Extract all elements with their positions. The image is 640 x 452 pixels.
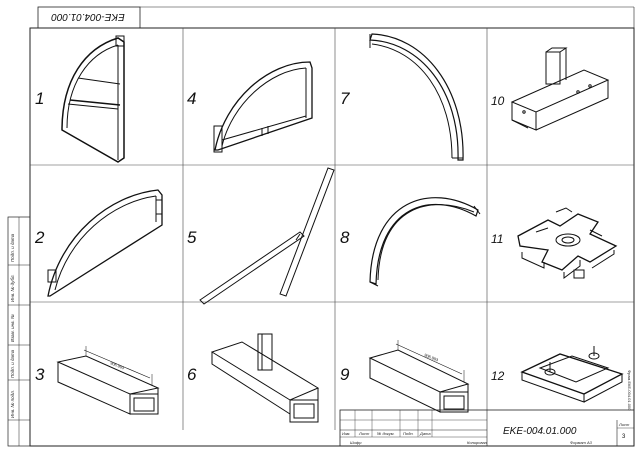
part-10-t-joint <box>510 47 610 131</box>
part-number-8: 8 <box>340 228 350 247</box>
part-12-clamp-plate <box>520 346 624 403</box>
tb-sheet-label: Лист <box>619 422 630 427</box>
part-number-7: 7 <box>340 89 350 108</box>
part-number-11: 11 <box>491 232 504 246</box>
part-number-5: 5 <box>187 228 197 247</box>
part-number-2: 2 <box>35 228 45 247</box>
part-number-1: 1 <box>35 89 45 108</box>
part-number-12: 12 <box>491 369 505 383</box>
part-6-t-tube <box>210 333 320 423</box>
part-11-cross-clamp <box>517 207 618 279</box>
part-number-9: 9 <box>340 365 350 384</box>
part-4-arch <box>213 61 313 153</box>
part-number-6: 6 <box>187 365 197 384</box>
part-1-door-frame <box>61 35 125 163</box>
part-5-angled-bars <box>199 167 335 305</box>
part-2-arch-frame <box>47 189 163 297</box>
dimension-text-3: 906.993 <box>110 360 126 370</box>
tb-cipher: Шифр <box>350 440 362 445</box>
tb-col-date: Дата <box>420 431 431 436</box>
tb-col-sheet: Лист <box>359 431 370 436</box>
part-3-tube: 906.993 <box>56 346 160 415</box>
part-7-arc-bar <box>369 33 464 161</box>
side-label-sign-date-2: Подп. и дата <box>10 349 15 378</box>
part-9-tube: 906.993 <box>368 340 470 413</box>
sheet-number: 3 <box>622 434 626 440</box>
side-label-dup-inv: Инв. № дубл. <box>10 274 15 302</box>
tb-col-change: Изм. <box>342 431 351 436</box>
part-number-4: 4 <box>187 89 197 108</box>
part-number-10: 10 <box>491 94 505 108</box>
tb-col-doc: № докум. <box>377 431 395 436</box>
side-label-orig-inv: Инв. № подл. <box>10 390 15 418</box>
part-number-3: 3 <box>35 365 45 384</box>
part-8-arc-bar <box>369 197 481 287</box>
drawing-code: EKE-004.01.000 <box>503 426 577 437</box>
tb-copied: Копировал <box>467 440 487 445</box>
tb-col-sign: Подп. <box>403 431 414 436</box>
side-label-sign-date-1: Подп. и дата <box>10 233 15 262</box>
dimension-text-9: 906.993 <box>424 352 440 362</box>
tb-format: Формат А3 <box>570 440 592 445</box>
right-vertical-code: Фрам.ЕКЕ-004.01.000 <box>627 370 632 411</box>
side-label-replace-inv: Взам. инв. № <box>10 314 15 342</box>
